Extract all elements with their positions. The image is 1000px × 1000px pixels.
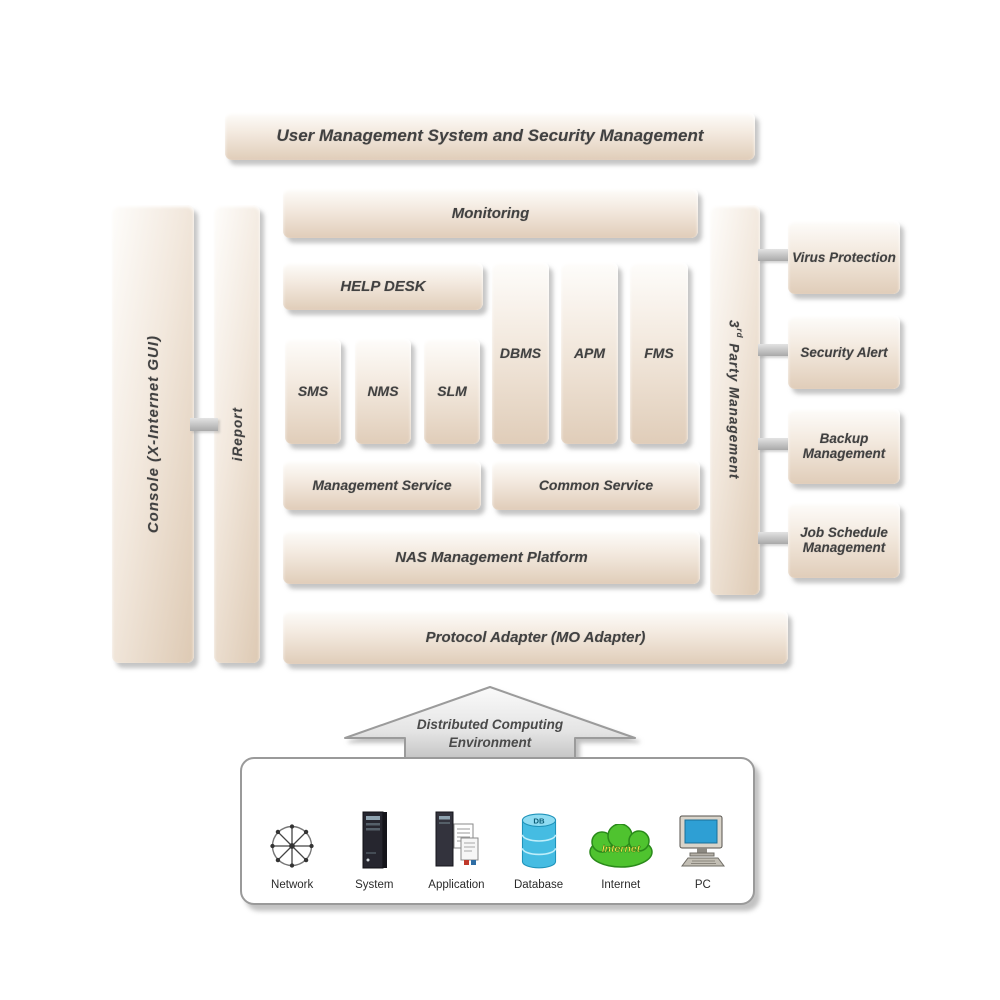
application-icon [430,804,482,872]
arrow-label-line2: Environment [448,735,532,751]
console-bar: Console (X-Internet GUI) [112,205,194,663]
system-label: System [355,879,394,891]
sms-box: SMS [285,338,341,444]
database-badge: DB [533,816,545,825]
env-item-system: System [336,804,412,891]
env-item-network: Network [254,804,330,891]
backup-management-connector [758,438,790,450]
nms-box: NMS [355,338,411,444]
console-bar-label: Console (X-Internet GUI) [144,334,162,534]
pc-label: PC [694,879,711,891]
management-service-bar: Management Service [283,460,481,510]
application-label: Application [428,879,485,891]
apm-box: APM [561,262,618,444]
third-party-management-label: 3rd Party Management [726,320,744,480]
ireport-bar: iReport [214,205,260,663]
job-schedule-management-box: Job Schedule Management [788,502,900,578]
backup-management-box: Backup Management [788,408,900,484]
security-alert-box: Security Alert [788,315,900,389]
distributed-computing-label: Distributed Computing Environment [365,716,615,752]
common-service-bar: Common Service [492,460,700,510]
arrow-label-line1: Distributed Computing [416,717,564,732]
third-party-management-bar: 3rd Party Management [710,205,760,595]
dbms-box: DBMS [492,262,549,444]
fms-box: FMS [630,262,688,444]
env-item-pc: PC [665,804,741,891]
virus-protection-connector [758,249,790,261]
system-icon [354,804,394,872]
environment-container: Network System [240,757,755,905]
slm-box: SLM [424,338,480,444]
protocol-adapter-bar: Protocol Adapter (MO Adapter) [283,610,788,664]
nas-management-platform-bar: NAS Management Platform [283,530,700,584]
database-icon: DB [518,804,560,872]
env-item-database: DB Database [501,804,577,891]
ireport-bar-label: iReport [229,406,245,462]
internet-badge: Internet [601,843,640,855]
network-icon [266,804,318,872]
env-item-internet: Internet Internet [583,804,659,891]
internet-icon: Internet [585,804,657,872]
help-desk-box: HELP DESK [283,262,483,310]
internet-label: Internet [601,879,641,891]
env-item-application: Application [418,804,494,891]
console-ireport-connector [190,418,218,431]
virus-protection-box: Virus Protection [788,220,900,294]
network-label: Network [271,879,314,891]
security-alert-connector [758,344,790,356]
user-management-security-bar: User Management System and Security Mana… [225,112,755,160]
monitoring-bar: Monitoring [283,188,698,238]
database-label: Database [513,879,564,891]
pc-icon [672,804,734,872]
job-schedule-connector [758,532,790,544]
